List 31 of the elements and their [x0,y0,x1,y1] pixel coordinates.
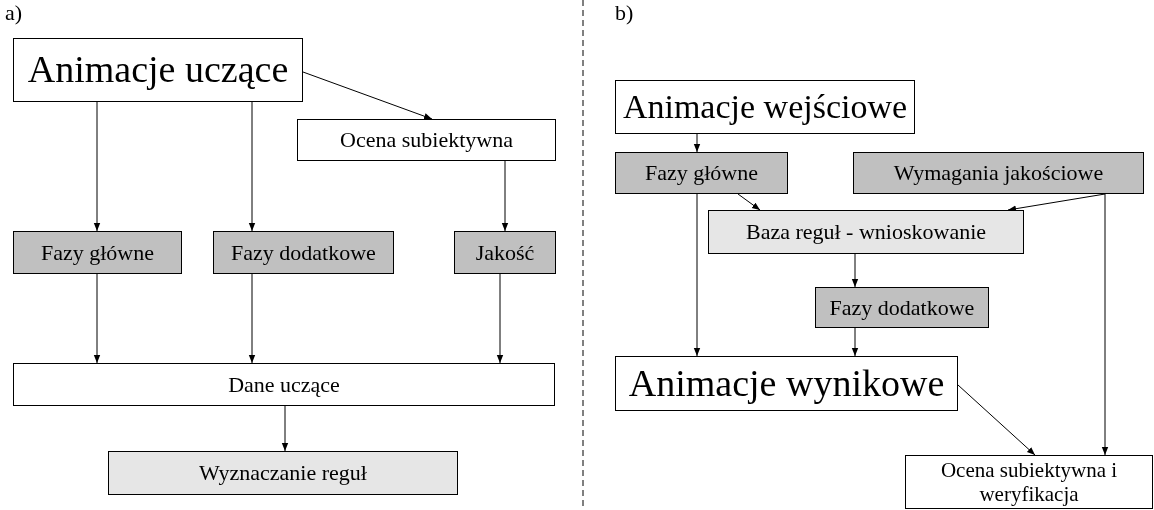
process-box: Wyznaczanie reguł [108,451,458,495]
process-box: Dane uczące [13,363,555,406]
arrow [851,327,859,357]
arrow [693,193,701,357]
arrow [501,160,509,232]
process-box: Fazy dodatkowe [815,287,989,328]
process-box: Fazy główne [615,152,788,194]
arrow [957,384,1036,456]
arrow [248,101,256,232]
process-box: Fazy główne [13,231,182,274]
arrow [1101,193,1109,456]
arrow [281,405,289,452]
arrow [302,71,433,120]
panel-label: b) [615,2,634,24]
process-box: Animacje wejściowe [615,80,915,134]
process-box: Animacje uczące [13,38,303,102]
arrow [93,273,101,364]
arrow [93,101,101,232]
panel-label: a) [5,2,23,24]
arrow [693,133,701,153]
process-box: Jakość [454,231,556,274]
arrow [851,253,859,288]
process-box: Animacje wynikowe [615,356,958,411]
arrow [496,273,504,364]
process-box: Ocena subiektywna [297,119,556,161]
process-box: Fazy dodatkowe [213,231,394,274]
arrow [737,193,761,211]
process-box: Wymagania jakościowe [853,152,1144,194]
arrow [248,273,256,364]
process-box: Baza reguł - wnioskowanie [708,210,1024,254]
process-box: Ocena subiektywna i weryfikacja [905,455,1153,509]
